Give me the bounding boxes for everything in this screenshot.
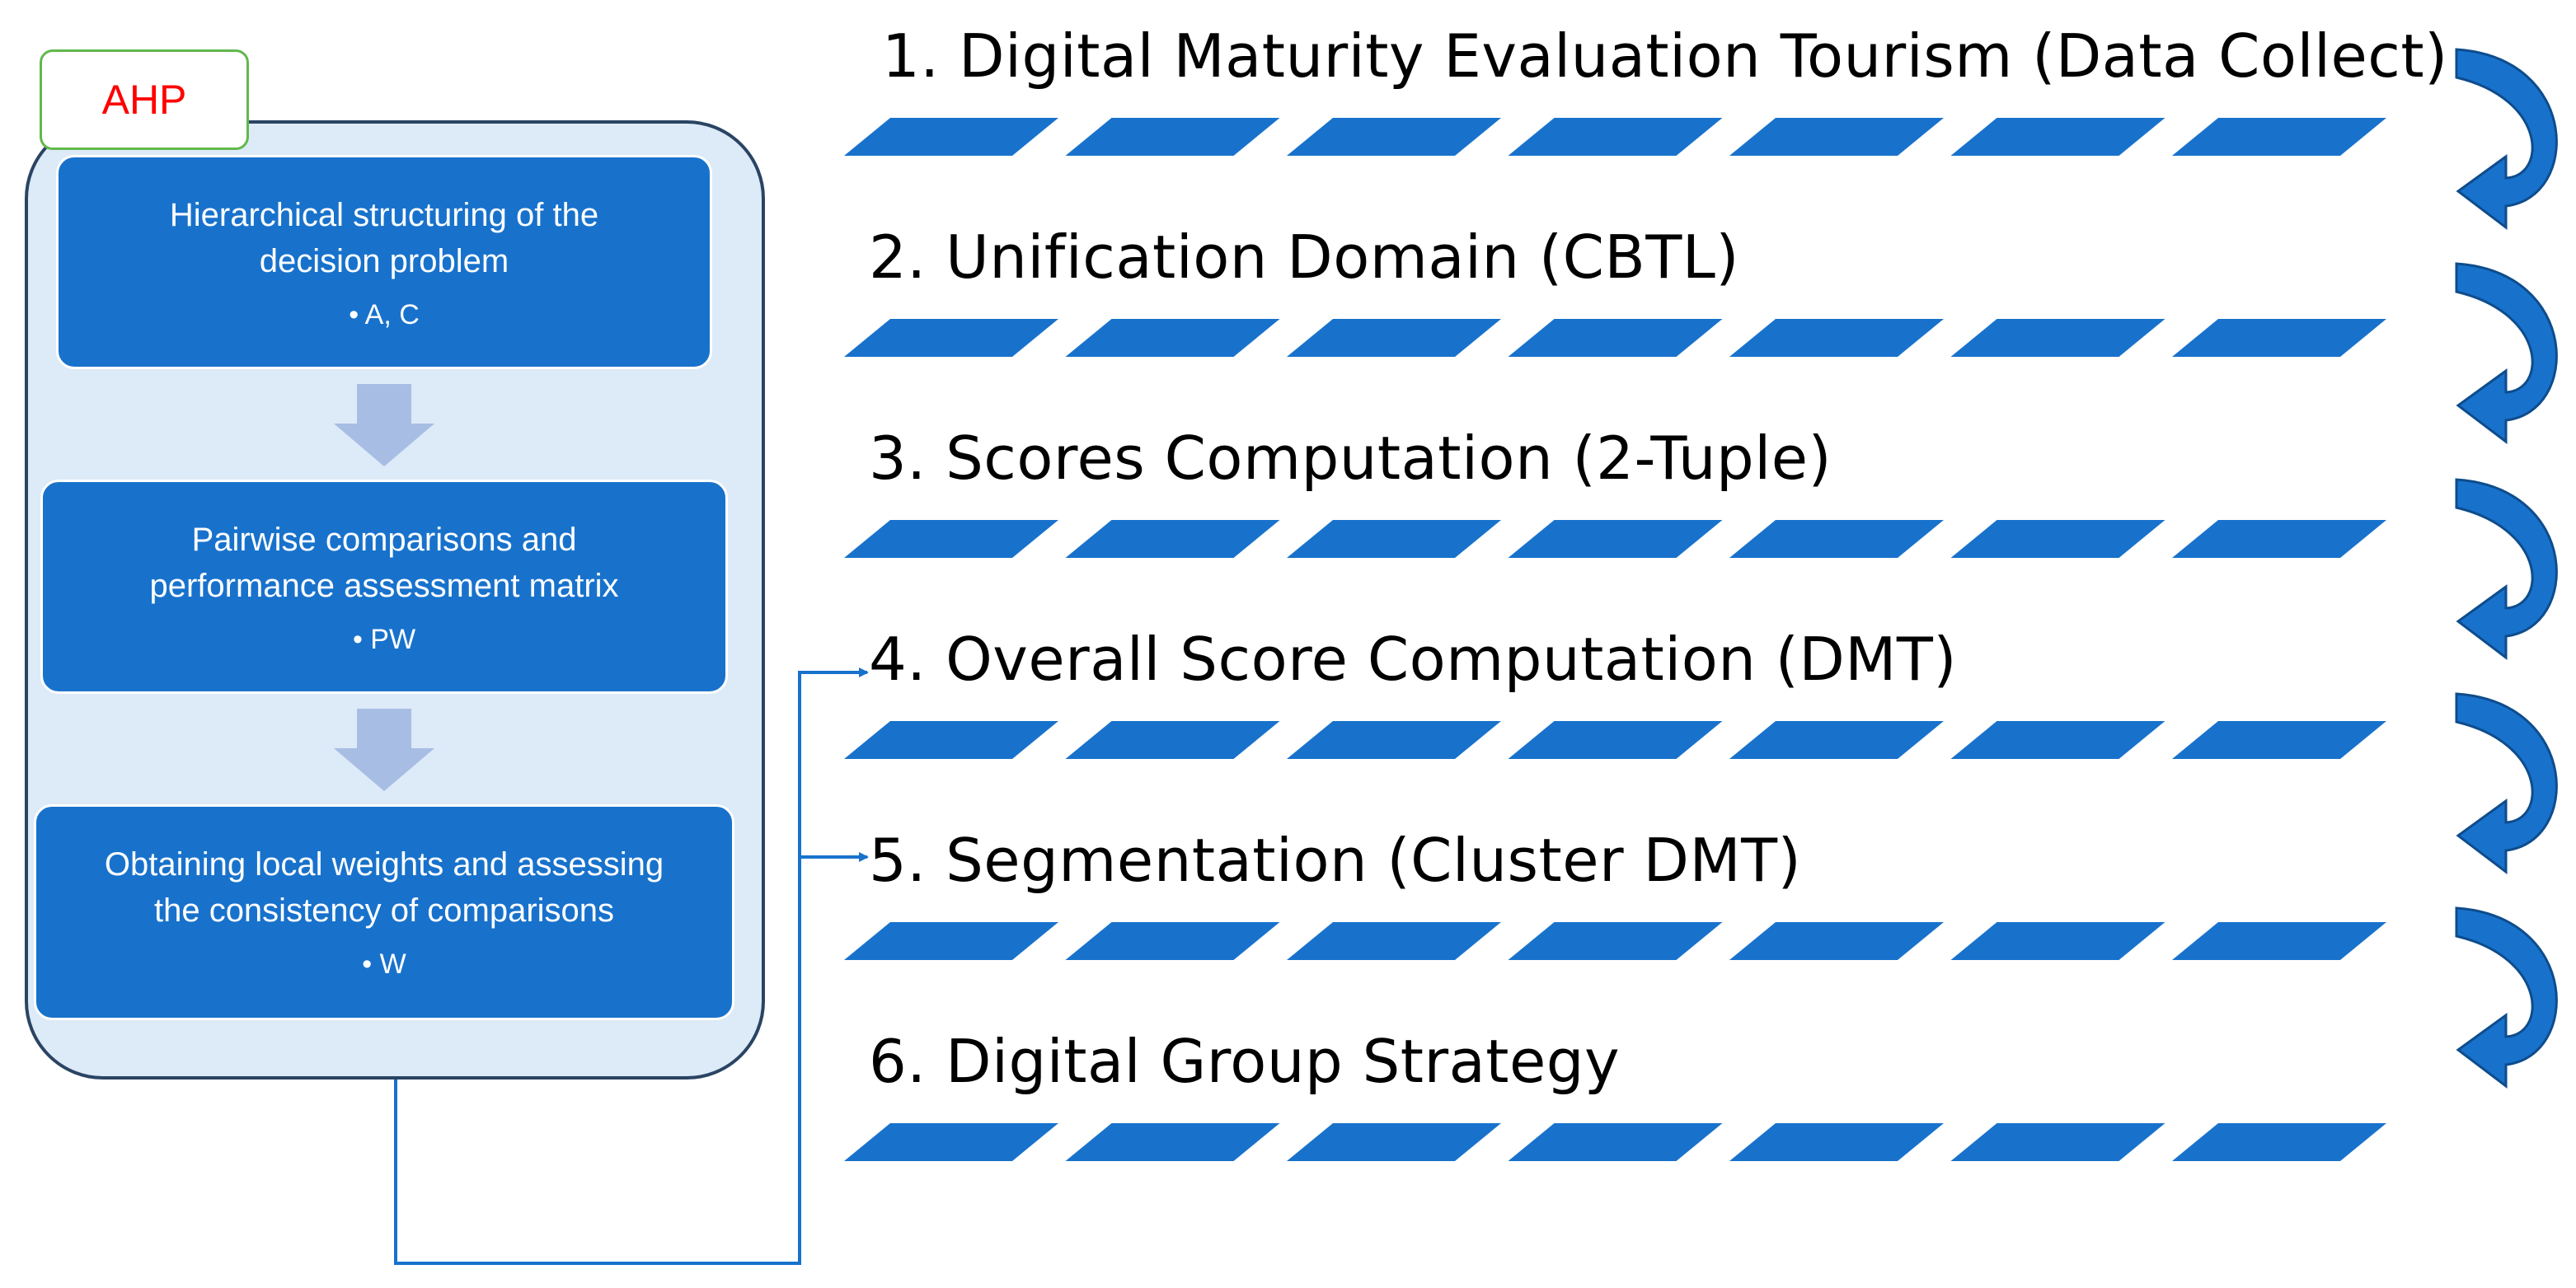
stage-stripes <box>844 118 2386 1161</box>
curved-down-arrow-icon <box>2455 692 2558 875</box>
stripe-segment <box>1065 520 1280 558</box>
stage-title-4: 4. Overall Score Computation (DMT) <box>869 625 1957 694</box>
stripe-segment <box>1065 118 1280 156</box>
curved-down-arrow-icon <box>2455 906 2558 1089</box>
ahp-label: AHP <box>40 49 249 150</box>
ahp-step-structuring-title: Hierarchical structuring of the decision… <box>169 197 599 279</box>
ahp-step-pairwise: Pairwise comparisons and performance ass… <box>40 480 728 694</box>
stripe-segment <box>1729 118 1944 156</box>
stripe-segment <box>1950 118 2165 156</box>
curved-down-arrow-icon <box>2455 478 2558 661</box>
stripe-segment <box>1950 721 2165 759</box>
stage-title-3: 3. Scores Computation (2-Tuple) <box>869 424 1832 493</box>
curved-down-arrow-icon <box>2455 262 2558 445</box>
stripe-segment <box>2172 520 2386 558</box>
stripe-segment <box>1287 721 1501 759</box>
stripe-segment <box>1508 520 1723 558</box>
stripe-segment <box>844 922 1058 960</box>
stripe-segment <box>1508 922 1723 960</box>
stripe-segment <box>1508 319 1723 357</box>
stripe-segment <box>1950 520 2165 558</box>
stripe-segment <box>1287 520 1501 558</box>
stripe-segment <box>844 520 1058 558</box>
ahp-step-pairwise-title: Pairwise comparisons and performance ass… <box>149 522 619 604</box>
stripe-segment <box>1065 922 1280 960</box>
stripe-segment <box>1065 721 1280 759</box>
stage-title-2: 2. Unification Domain (CBTL) <box>869 222 1739 292</box>
ahp-connector <box>394 667 869 1265</box>
stripe-segment <box>1508 118 1723 156</box>
ahp-label-text: AHP <box>101 77 187 123</box>
stripe-segment <box>2172 1123 2386 1161</box>
ahp-step-weights: Obtaining local weights and assessing th… <box>34 804 734 1020</box>
stripe-segment <box>1729 721 1944 759</box>
stripe-segment <box>1729 1123 1944 1161</box>
stripe-segment <box>1950 319 2165 357</box>
stripe-segment <box>1287 922 1501 960</box>
stripe-segment <box>2172 721 2386 759</box>
stage-transition-arrows <box>2455 48 2558 1089</box>
ahp-step-pairwise-bullet: • PW <box>352 624 416 655</box>
ahp-step-weights-bullet: • W <box>362 948 406 980</box>
stripe-segment <box>844 319 1058 357</box>
stripe-segment <box>844 721 1058 759</box>
stripe-segment <box>2172 118 2386 156</box>
stage-title-6: 6. Digital Group Strategy <box>869 1027 1621 1096</box>
stage-title-5: 5. Segmentation (Cluster DMT) <box>869 826 1802 895</box>
stripe-segment <box>844 118 1058 156</box>
stage-title-1: 1. Digital Maturity Evaluation Tourism (… <box>882 21 2448 91</box>
stripe-segment <box>1729 520 1944 558</box>
stripe-segment <box>1950 922 2165 960</box>
stripe-segment <box>1729 319 1944 357</box>
stripe-segment <box>1287 319 1501 357</box>
stripe-segment <box>1287 1123 1501 1161</box>
stripe-segment <box>1287 118 1501 156</box>
stripe-segment <box>1065 319 1280 357</box>
stripe-segment <box>1508 721 1723 759</box>
ahp-step-weights-title: Obtaining local weights and assessing th… <box>104 846 664 929</box>
down-arrow-icon <box>334 384 434 466</box>
stripe-segment <box>2172 922 2386 960</box>
connector-line <box>394 667 869 1265</box>
stripe-segment <box>844 1123 1058 1161</box>
stripe-segment <box>1508 1123 1723 1161</box>
stripe-segment <box>1729 922 1944 960</box>
ahp-step-structuring-bullet: • A, C <box>349 299 420 330</box>
stripe-segment <box>1950 1123 2165 1161</box>
stripe-segment <box>1065 1123 1280 1161</box>
down-arrow-icon <box>334 709 434 791</box>
ahp-step-structuring: Hierarchical structuring of the decision… <box>56 155 712 369</box>
stripe-segment <box>2172 319 2386 357</box>
curved-down-arrow-icon <box>2455 48 2558 231</box>
